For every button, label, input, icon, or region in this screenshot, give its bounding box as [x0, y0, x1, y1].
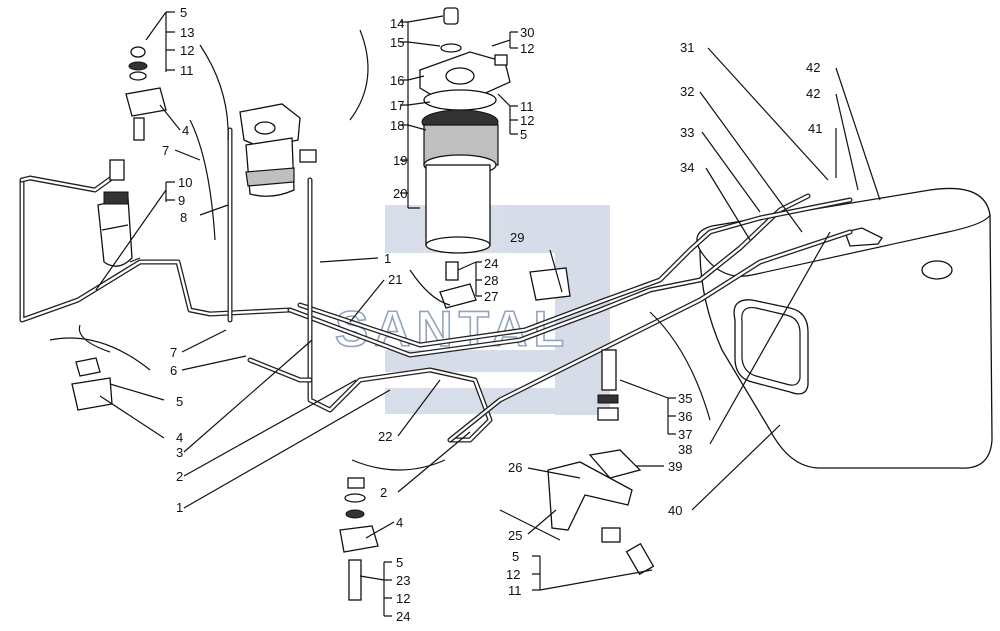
label-tap-1: 24: [484, 256, 498, 271]
label-c38: 38: [678, 442, 692, 457]
label-bottom-center-1: 5: [396, 555, 403, 570]
label-bracket-bolt-1: 35: [678, 391, 692, 406]
label-c5a: 5: [176, 394, 183, 409]
label-mid-left-2: 9: [178, 193, 185, 208]
label-c25: 25: [508, 528, 522, 543]
label-c8: 8: [180, 210, 187, 225]
direction-arrows: [49, 29, 711, 541]
callout-leaders: [95, 11, 881, 617]
label-c42a: 42: [806, 60, 820, 75]
label-c21: 21: [388, 272, 402, 287]
drain-tap: [439, 261, 571, 309]
label-bracket-bolt-3: 37: [678, 427, 692, 442]
callout-labels: 5 13 12 11 4 7 10 9 8 14 15 16 17 18 19 …: [162, 5, 822, 624]
label-filter-right-a2: 12: [520, 41, 534, 56]
label-top-left-2: 13: [180, 25, 194, 40]
label-c4b: 4: [176, 430, 183, 445]
label-bottom-right-1: 5: [512, 549, 519, 564]
label-c3: 3: [176, 445, 183, 460]
label-filter-right-b2: 12: [520, 113, 534, 128]
sediment-filter: [97, 159, 133, 267]
label-top-left-1: 5: [180, 5, 187, 20]
label-tap-3: 27: [484, 289, 498, 304]
clamp-fasteners: [339, 477, 379, 601]
label-bottom-right-2: 12: [506, 567, 520, 582]
label-c33: 33: [680, 125, 694, 140]
label-filter-right-a1: 30: [520, 25, 534, 40]
tank-bracket: [547, 349, 655, 576]
label-c2a: 2: [176, 469, 183, 484]
label-bottom-center-4: 24: [396, 609, 410, 624]
left-clamps: [71, 46, 167, 411]
label-filter-6: 19: [393, 153, 407, 168]
label-filter-right-b1: 11: [520, 99, 534, 114]
label-c40: 40: [668, 503, 682, 518]
label-c4c: 4: [396, 515, 403, 530]
label-bracket-bolt-2: 36: [678, 409, 692, 424]
label-c7b: 7: [170, 345, 177, 360]
label-filter-3: 16: [390, 73, 404, 88]
label-filter-2: 15: [390, 35, 404, 50]
label-mid-left-1: 10: [178, 175, 192, 190]
label-top-left-3: 12: [180, 43, 194, 58]
label-c39: 39: [668, 459, 682, 474]
label-c4a: 4: [182, 123, 189, 138]
label-c7a: 7: [162, 143, 169, 158]
label-c2b: 2: [380, 485, 387, 500]
label-bottom-center-3: 12: [396, 591, 410, 606]
fuel-tank: [696, 187, 993, 469]
label-tap-2: 28: [484, 273, 498, 288]
label-filter-right-b3: 5: [520, 127, 527, 142]
label-c29: 29: [510, 230, 524, 245]
label-c6: 6: [170, 363, 177, 378]
label-top-left-4: 11: [180, 63, 194, 78]
label-c31: 31: [680, 40, 694, 55]
label-filter-1: 14: [390, 16, 404, 31]
label-c26: 26: [508, 460, 522, 475]
label-c42b: 42: [806, 86, 820, 101]
label-c22: 22: [378, 429, 392, 444]
secondary-filter: [239, 103, 317, 197]
fuel-lines: [19, 127, 853, 443]
label-bottom-right-3: 11: [508, 583, 522, 598]
label-c41: 41: [808, 121, 822, 136]
label-c1a: 1: [384, 251, 391, 266]
label-filter-7: 20: [393, 186, 407, 201]
label-c32: 32: [680, 84, 694, 99]
label-c1b: 1: [176, 500, 183, 515]
label-c34: 34: [680, 160, 694, 175]
label-bottom-center-2: 23: [396, 573, 410, 588]
label-filter-5: 18: [390, 118, 404, 133]
label-filter-4: 17: [390, 98, 404, 113]
main-filter-assembly: [419, 7, 511, 254]
